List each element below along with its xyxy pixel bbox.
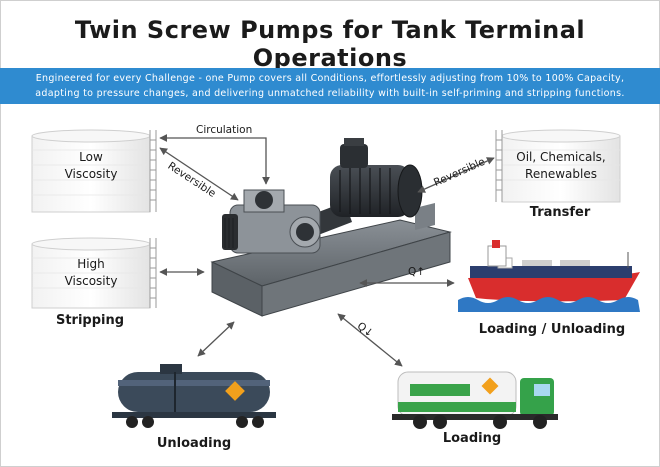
loading-unloading-label: Loading / Unloading (478, 322, 626, 337)
twin-screw-pump-unit (210, 138, 452, 317)
tank-oil-line-1: Oil, Chemicals, (516, 150, 606, 164)
arrow-unloading (197, 321, 235, 357)
loading-label: Loading (442, 431, 502, 446)
arrow-reversible-left (159, 147, 239, 201)
q-up-label: Q↑ (408, 266, 426, 278)
tank-low-viscosity-label: Low Viscosity (40, 149, 142, 183)
tank-low-line-2: Viscosity (64, 167, 118, 181)
stripping-label: Stripping (55, 313, 125, 328)
motor (330, 138, 423, 218)
tank-low-line-1: Low (79, 150, 103, 164)
banner-text: Engineered for every Challenge - one Pum… (20, 71, 640, 101)
tank-oil-chemicals-label: Oil, Chemicals, Renewables (504, 149, 618, 183)
info-banner: Engineered for every Challenge - one Pum… (0, 68, 660, 104)
banner-line-2: adapting to pressure changes, and delive… (35, 88, 625, 99)
unloading-label: Unloading (156, 436, 232, 451)
rail-tank-car (112, 364, 276, 428)
road-tanker-truck (392, 371, 558, 429)
arrow-q-down (337, 313, 403, 367)
tank-high-viscosity-label: High Viscosity (40, 256, 142, 290)
tank-high-line-1: High (77, 257, 105, 271)
banner-line-1: Engineered for every Challenge - one Pum… (35, 73, 625, 84)
arrow-circulation-down (240, 137, 270, 185)
tanker-ship (458, 240, 640, 312)
arrow-reversible-right (417, 157, 495, 193)
transfer-label: Transfer (529, 205, 591, 220)
circulation-label: Circulation (196, 124, 253, 136)
tank-low-viscosity (31, 129, 157, 213)
tank-high-viscosity (31, 237, 157, 309)
pump-housing (222, 189, 321, 254)
flow-arrows (159, 134, 495, 367)
tank-oil-line-2: Renewables (525, 167, 597, 181)
page-title: Twin Screw Pumps for Tank Terminal Opera… (74, 16, 586, 72)
tank-oil-chemicals (495, 129, 621, 203)
tank-high-line-2: Viscosity (64, 274, 118, 288)
